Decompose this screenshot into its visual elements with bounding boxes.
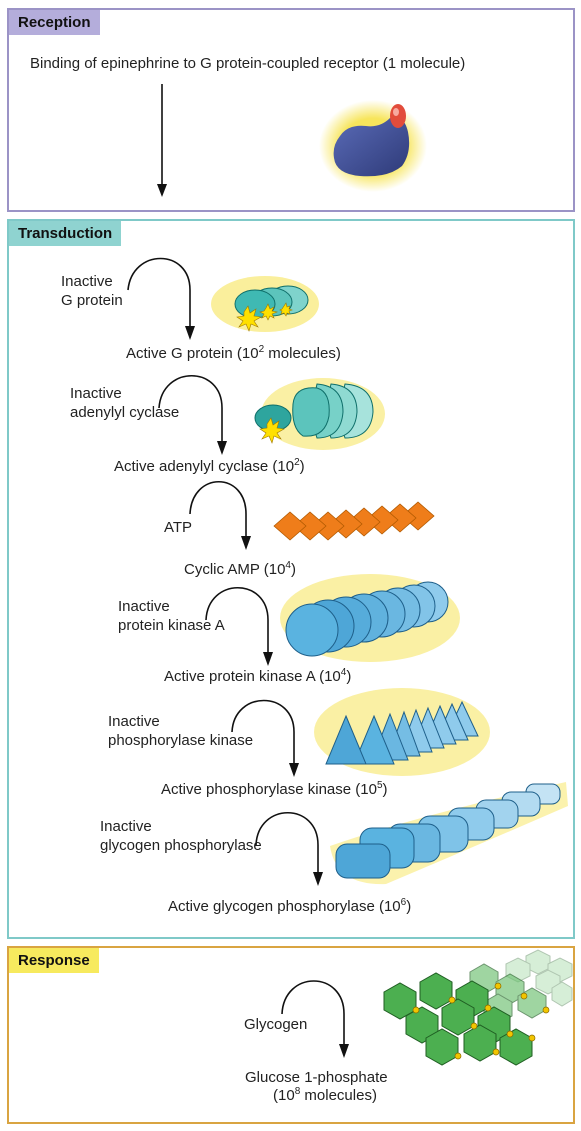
input-inactive-adenylyl-cyclase: Inactive adenylyl cyclase (70, 385, 180, 421)
output-active-g-protein: Active G protein (102 molecules) (126, 344, 341, 363)
output-active-phosphorylase-kinase: Active phosphorylase kinase (105) (161, 780, 388, 799)
reception-tag: Reception (9, 10, 100, 35)
output-glucose-1-phosphate: Glucose 1-phosphate (245, 1069, 388, 1086)
glycogen-phosphorylase-illustration (330, 782, 568, 885)
cyclic-amp-illustration (273, 501, 435, 541)
response-panel: Response (7, 946, 575, 1124)
g-protein-illustration (211, 276, 319, 332)
adenylyl-cyclase-illustration (254, 378, 385, 450)
output-glucose-count: (108 molecules) (273, 1086, 377, 1105)
input-glycogen: Glycogen (244, 1016, 308, 1033)
input-inactive-protein-kinase-a: Inactive protein kinase A (118, 598, 225, 634)
protein-kinase-a-illustration (280, 574, 460, 662)
receptor-illustration (319, 100, 427, 192)
input-inactive-g-protein: Inactive G protein (61, 273, 123, 309)
reception-panel: Reception Binding of epinephrine to G pr… (7, 8, 575, 212)
transduction-tag: Transduction (9, 221, 122, 246)
response-tag: Response (9, 948, 99, 973)
transduction-panel: Transduction (7, 219, 575, 939)
phosphorylase-kinase-illustration (314, 688, 490, 776)
reception-text: Binding of epinephrine to G protein-coup… (30, 55, 466, 72)
output-active-glycogen-phosphorylase: Active glycogen phosphorylase (106) (168, 897, 412, 916)
input-inactive-phosphorylase-kinase: Inactive phosphorylase kinase (108, 713, 254, 749)
glycogen-illustration (383, 949, 573, 1066)
output-active-protein-kinase-a: Active protein kinase A (104) (164, 667, 352, 686)
input-inactive-glycogen-phosphorylase: Inactive glycogen phosphorylase (100, 818, 262, 854)
input-atp: ATP (164, 519, 193, 536)
output-cyclic-amp: Cyclic AMP (104) (184, 560, 296, 579)
output-active-adenylyl-cyclase: Active adenylyl cyclase (102) (114, 457, 305, 476)
